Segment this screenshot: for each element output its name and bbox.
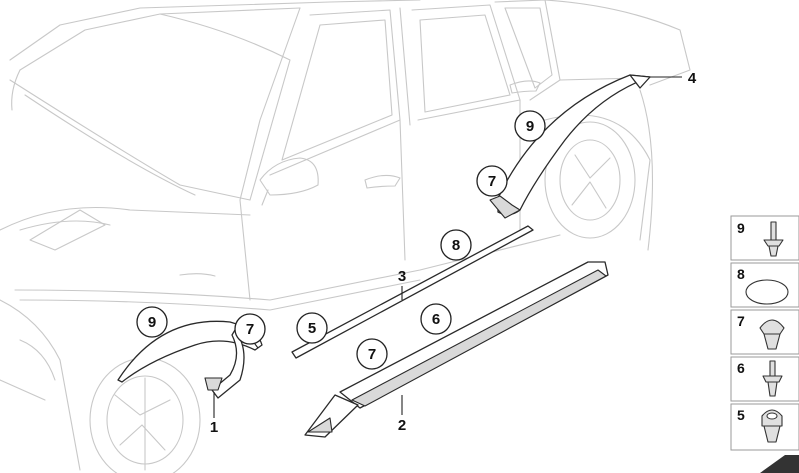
callout-label: 6 — [432, 311, 440, 328]
callout-label: 4 — [688, 70, 697, 87]
round-cap-icon — [745, 279, 789, 305]
callout-9-lower: 9 — [136, 306, 168, 338]
legend-label: 9 — [737, 220, 745, 236]
callout-6: 6 — [420, 303, 452, 335]
callout-label: 3 — [398, 268, 406, 285]
callout-label: 7 — [368, 346, 376, 363]
callout-label: 5 — [308, 320, 316, 337]
callout-9-upper: 9 — [514, 110, 546, 142]
callout-3: 3 — [398, 268, 406, 285]
front-wheel-arch-trim — [117, 320, 263, 399]
callout-4: 4 — [688, 70, 697, 87]
callout-7-lower: 7 — [234, 313, 266, 345]
callout-label: 1 — [210, 419, 218, 436]
legend-item-5: 5 — [730, 403, 799, 451]
legend-label: 8 — [737, 266, 745, 282]
side-sill-panel — [304, 261, 609, 438]
legend-item-7: 7 — [730, 309, 799, 355]
callout-5: 5 — [296, 312, 328, 344]
callout-label: 7 — [488, 173, 496, 190]
legend-corner-tab — [760, 455, 799, 473]
legend-label: 6 — [737, 360, 745, 376]
legend-item-9: 9 — [730, 215, 799, 261]
rear-wheel-arch-trim — [489, 74, 651, 219]
expansion-rivet-icon — [762, 360, 783, 397]
legend-item-8: 8 — [730, 262, 799, 308]
expansion-clip-icon — [759, 319, 785, 350]
callout-7-upper: 7 — [476, 165, 508, 197]
callout-label: 9 — [526, 118, 534, 135]
legend-label: 7 — [737, 313, 745, 329]
callout-1: 1 — [210, 419, 218, 436]
callout-label: 7 — [246, 321, 254, 338]
callout-label: 2 — [398, 417, 406, 434]
push-rivet-icon — [763, 221, 784, 257]
callout-2: 2 — [398, 417, 406, 434]
callout-label: 9 — [148, 314, 156, 331]
legend-item-6: 6 — [730, 356, 799, 402]
door-moulding-strip — [291, 225, 534, 359]
legend-label: 5 — [737, 407, 745, 423]
car-outline — [0, 0, 691, 473]
clip-nut-icon — [761, 409, 783, 443]
callout-7-middle: 7 — [356, 338, 388, 370]
fastener-legend: 9 8 7 6 — [730, 215, 799, 473]
callout-8: 8 — [440, 229, 472, 261]
callout-label: 8 — [452, 237, 460, 254]
